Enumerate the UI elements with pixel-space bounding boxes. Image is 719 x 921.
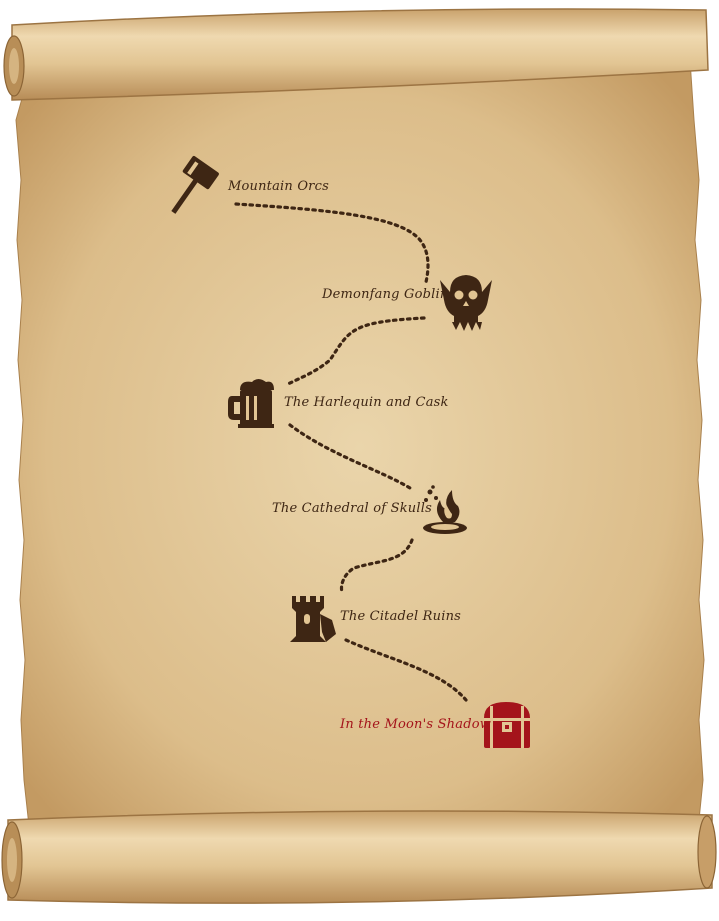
scroll-top-roll xyxy=(3,8,709,101)
location-label-demonfang-goblins: Demonfang Goblins xyxy=(322,287,456,302)
ruined-tower-icon xyxy=(290,596,336,642)
goblin-skull-icon xyxy=(440,275,492,331)
location-label-citadel-ruins: The Citadel Ruins xyxy=(340,609,462,624)
location-label-moons-shadow: In the Moon's Shadow xyxy=(340,717,492,732)
treasure-chest-icon xyxy=(484,702,530,748)
war-hammer-icon xyxy=(171,155,219,214)
location-label-mountain-orcs: Mountain Orcs xyxy=(228,179,329,194)
location-label-cathedral-of-skulls: The Cathedral of Skulls xyxy=(272,501,432,516)
scroll-bottom-roll xyxy=(1,810,717,904)
fire-pit-icon xyxy=(423,485,467,534)
ale-tankard-icon xyxy=(228,379,274,428)
location-label-harlequin-and-cask: The Harlequin and Cask xyxy=(284,395,449,410)
quest-trail xyxy=(234,202,468,702)
